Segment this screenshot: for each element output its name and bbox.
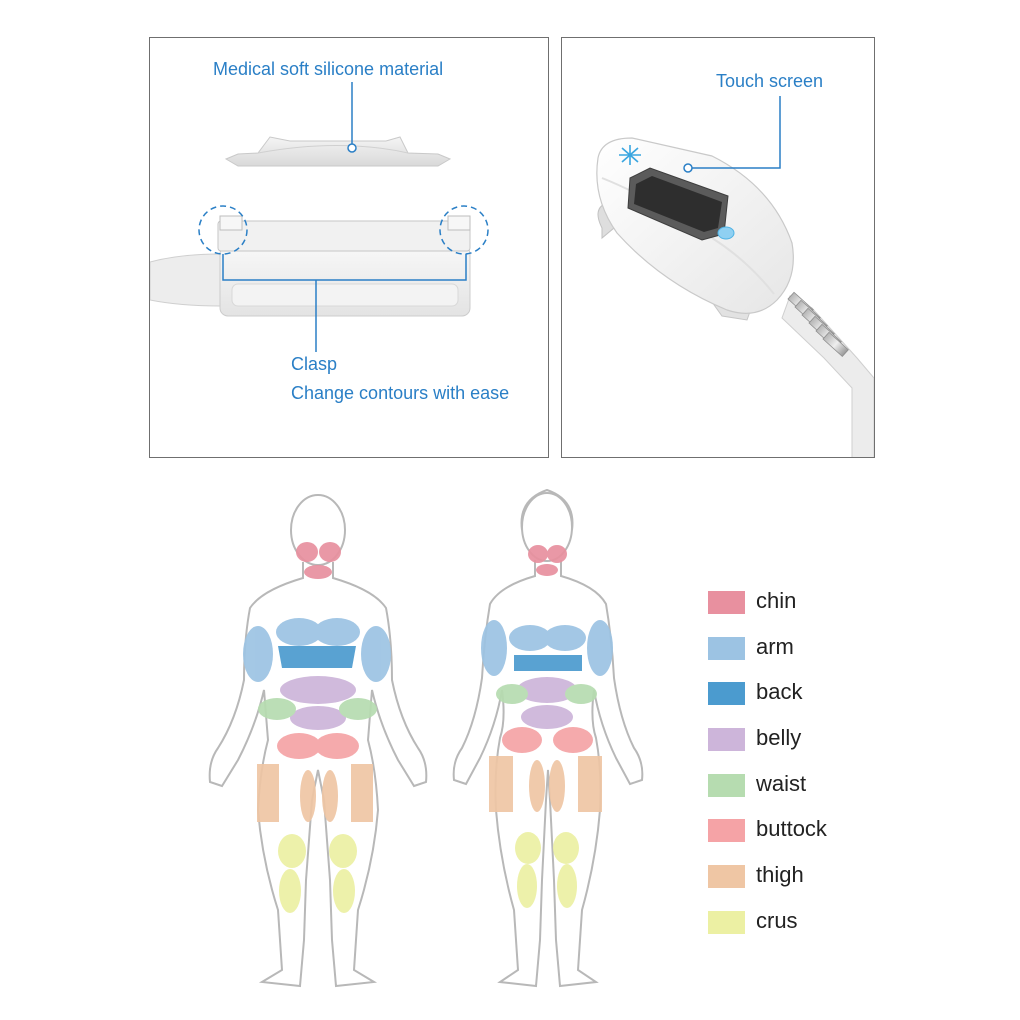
female-crus-zone [557, 864, 577, 908]
female-belly-zone [521, 705, 573, 729]
legend-label-buttock: buttock [756, 816, 827, 841]
legend-swatch-arm [708, 637, 745, 660]
male-arm-zone [276, 618, 322, 646]
female-back-zone [514, 655, 582, 671]
male-belly-zone [290, 706, 346, 730]
female-buttock-zone [553, 727, 593, 753]
legend-label-thigh: thigh [756, 862, 804, 887]
male-body-outline [208, 494, 428, 988]
legend-item-arm: arm [708, 632, 908, 662]
female-waist-zone [565, 684, 597, 704]
silicone-liner [224, 136, 452, 167]
legend-item-waist: waist [708, 769, 908, 799]
female-chin-zone [528, 545, 548, 563]
male-chin-zone [319, 542, 341, 562]
male-crus-zone [278, 834, 306, 868]
female-arm-zone [509, 625, 551, 651]
female-arm-zone [544, 625, 586, 651]
legend-swatch-waist [708, 774, 745, 797]
male-zones [243, 542, 391, 913]
female-body-outline [452, 488, 644, 988]
power-button-icon [717, 226, 735, 240]
legend-swatch-thigh [708, 865, 745, 888]
touch-screen-callout-label: Touch screen [716, 71, 824, 91]
legend-label-belly: belly [756, 725, 802, 750]
legend-label-arm: arm [756, 634, 794, 659]
male-crus-zone [329, 834, 357, 868]
female-buttock-zone [502, 727, 542, 753]
handpiece-panel: Touch screen [561, 37, 875, 459]
legend-swatch-crus [708, 911, 745, 934]
male-thigh-zone [322, 770, 338, 822]
legend-label-back: back [756, 679, 803, 704]
legend-item-crus: crus [708, 906, 908, 936]
legend-item-back: back [708, 677, 908, 707]
female-chin-zone [536, 564, 558, 576]
female-thigh-zone [549, 760, 565, 812]
legend-swatch-buttock [708, 819, 745, 842]
female-thigh-zone [578, 756, 602, 812]
legend-item-buttock: buttock [708, 814, 908, 844]
female-zones [481, 545, 613, 908]
silicone-cup-illustration [149, 82, 489, 352]
male-chin-zone [296, 542, 318, 562]
male-waist-zone [339, 698, 377, 720]
legend-swatch-chin [708, 591, 745, 614]
male-chin-zone [304, 565, 332, 579]
female-arm-zone [587, 620, 613, 676]
legend-item-chin: chin [708, 586, 908, 616]
male-buttock-zone [315, 733, 359, 759]
handpiece-illustration [596, 96, 875, 459]
clasp-callout-label: Clasp [291, 354, 338, 374]
female-waist-zone [496, 684, 528, 704]
legend-label-crus: crus [756, 908, 798, 933]
female-thigh-zone [489, 756, 513, 812]
male-waist-zone [258, 698, 296, 720]
silicone-callout-label: Medical soft silicone material [213, 59, 444, 79]
snowflake-logo-icon [619, 145, 641, 165]
male-crus-zone [333, 869, 355, 913]
silicone-cup-panel: Medical soft silicone material Clasp Cha… [149, 37, 549, 458]
handpiece-hose [781, 291, 875, 459]
male-arm-zone [314, 618, 360, 646]
female-belly-zone [517, 677, 577, 703]
applicator-body [149, 215, 471, 317]
male-thigh-zone [351, 764, 373, 822]
legend-swatch-back [708, 682, 745, 705]
legend-label-waist: waist [756, 771, 807, 796]
touch-callout-line [683, 96, 781, 173]
male-thigh-zone [300, 770, 316, 822]
callout-lines [198, 82, 489, 352]
legend-item-thigh: thigh [708, 860, 908, 890]
female-arm-zone [481, 620, 507, 676]
clasp-description-label: Change contours with ease [291, 383, 510, 403]
male-arm-zone [243, 626, 273, 682]
male-belly-zone [280, 676, 356, 704]
legend-swatch-belly [708, 728, 745, 751]
legend-item-belly: belly [708, 723, 908, 753]
female-crus-zone [553, 832, 579, 864]
male-arm-zone [361, 626, 391, 682]
female-chin-zone [547, 545, 567, 563]
male-back-zone [278, 646, 356, 668]
female-crus-zone [517, 864, 537, 908]
legend-label-chin: chin [756, 588, 797, 613]
male-buttock-zone [277, 733, 321, 759]
male-thigh-zone [257, 764, 279, 822]
female-thigh-zone [529, 760, 545, 812]
male-crus-zone [279, 869, 301, 913]
female-crus-zone [515, 832, 541, 864]
